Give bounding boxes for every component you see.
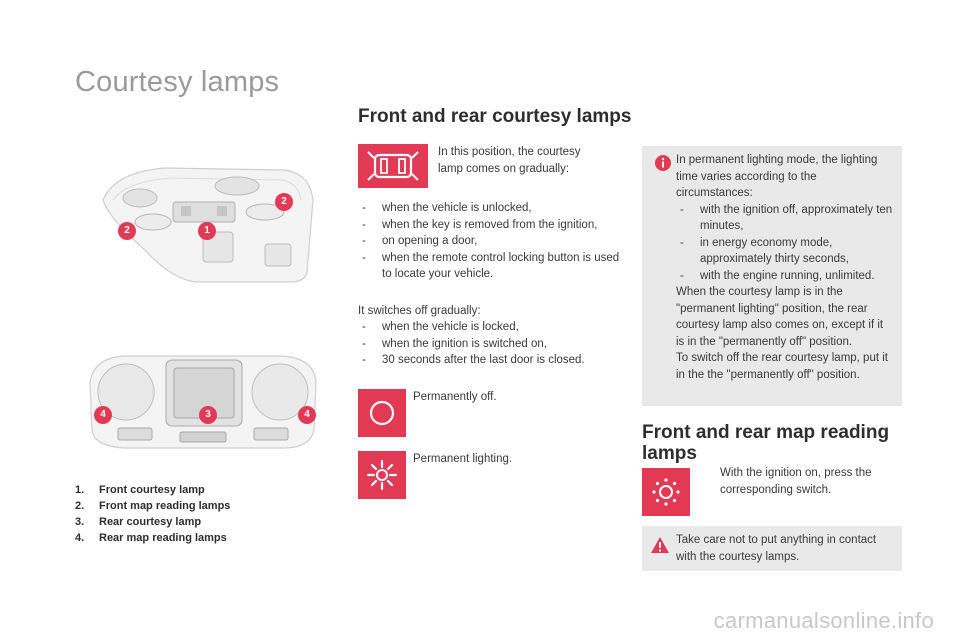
diagram-marker: 2 <box>118 222 136 240</box>
permanently-off-text: Permanently off. <box>413 391 497 403</box>
info-icon <box>655 155 671 171</box>
diagram-marker: 4 <box>94 406 112 424</box>
list-item: -when the ignition is switched on, <box>362 337 547 350</box>
sun-lamp-icon <box>652 478 680 506</box>
list-item: -when the key is removed from the igniti… <box>362 218 598 231</box>
diagram-marker: 3 <box>199 406 217 424</box>
on-conditions-list: -when the vehicle is unlocked, -when the… <box>358 200 620 283</box>
info-list: -with the ignition off, approximately te… <box>676 202 894 285</box>
info-box-content: In permanent lighting mode, the lighting… <box>676 152 894 383</box>
caption-list: 1.Front courtesy lamp 2.Front map readin… <box>75 482 325 546</box>
permanent-mode-icon-box <box>358 451 406 499</box>
info-box: In permanent lighting mode, the lighting… <box>642 146 902 406</box>
map-lamp-instruction: With the ignition on, press the correspo… <box>720 467 872 496</box>
diagram-marker: 4 <box>298 406 316 424</box>
door-mode-icon <box>367 151 419 181</box>
section-title-map-lamps: Front and rear map reading lamps <box>642 422 890 464</box>
off-conditions-list: -when the vehicle is locked, -when the i… <box>358 319 620 369</box>
permanent-lighting-text: Permanent lighting. <box>413 453 513 465</box>
info-intro: In permanent lighting mode, the lighting… <box>676 154 878 199</box>
list-item: -30 seconds after the last door is close… <box>362 354 585 366</box>
section-title-courtesy: Front and rear courtesy lamps <box>358 106 632 127</box>
caption-item: 2.Front map reading lamps <box>75 500 231 512</box>
list-item: -when the vehicle is unlocked, <box>362 202 532 214</box>
warning-text: Take care not to put anything in contact… <box>676 534 877 563</box>
door-mode-text: In this position, the courtesy lamp come… <box>438 146 581 175</box>
list-item: -with the ignition off, approximately te… <box>680 203 893 233</box>
list-item: -in energy economy mode, approximately t… <box>680 236 849 266</box>
map-lamp-icon-box <box>642 468 690 516</box>
list-item: -with the engine running, unlimited. <box>680 269 875 282</box>
list-item: -when the remote control locking button … <box>362 251 620 281</box>
door-mode-icon-box <box>358 144 428 188</box>
off-circle-icon <box>369 400 395 426</box>
sun-lamp-icon <box>366 459 398 491</box>
diagram-marker: 1 <box>198 222 216 240</box>
list-item: -when the vehicle is locked, <box>362 321 519 333</box>
list-item: -on opening a door, <box>362 235 478 247</box>
caption-item: 1.Front courtesy lamp <box>75 484 205 496</box>
warning-box: Take care not to put anything in contact… <box>642 526 902 571</box>
rear-console-illustration <box>89 355 317 449</box>
caption-item: 4.Rear map reading lamps <box>75 532 227 544</box>
info-para-1: When the courtesy lamp is in the "perman… <box>676 286 884 348</box>
info-para-2: To switch off the rear courtesy lamp, pu… <box>676 352 888 381</box>
off-intro: It switches off gradually: <box>358 305 481 317</box>
warning-icon <box>651 537 669 553</box>
off-mode-icon-box <box>358 389 406 437</box>
watermark: carmanualsonline.info <box>713 608 934 633</box>
page-title: Courtesy lamps <box>75 66 280 98</box>
caption-item: 3.Rear courtesy lamp <box>75 516 202 528</box>
diagram-marker: 2 <box>275 193 293 211</box>
